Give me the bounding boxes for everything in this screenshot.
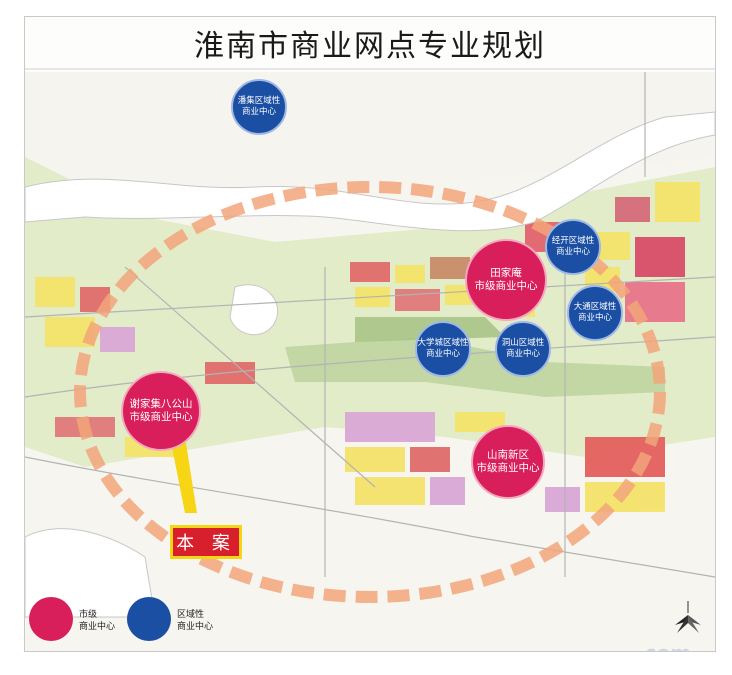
district-center-datong: 大通区域性 商业中心	[567, 285, 623, 341]
lake	[229, 284, 279, 336]
map-frame: 淮南市商业网点专业规划 潘集区域性 商业中心 经开区域性 商业中心 大通区域性 …	[24, 16, 716, 652]
legend-district-swatch	[127, 597, 171, 641]
north-arrow-icon	[675, 601, 701, 633]
legend-city-swatch	[29, 597, 73, 641]
huai-river	[25, 111, 715, 232]
map-title: 淮南市商业网点专业规划	[194, 29, 546, 64]
legend-city-label: 市级 商业中心	[79, 610, 116, 633]
callout-pointer	[170, 437, 197, 513]
district-center-daxuecheng: 大学城区域性 商业中心	[415, 321, 471, 377]
legend-district-label: 区域性 商业中心	[177, 610, 214, 633]
city-center-xiejiaji: 谢家集八公山 市级商业中心	[121, 371, 201, 451]
district-center-dongshan: 洞山区域性 商业中心	[495, 321, 551, 377]
project-callout: 本 案	[170, 525, 242, 559]
city-center-tianjiaan: 田家庵 市级商业中心	[465, 239, 547, 321]
city-center-shannan: 山南新区 市级商业中心	[471, 425, 545, 499]
watermark: .com	[637, 641, 691, 651]
district-center-jingkai: 经开区域性 商业中心	[545, 219, 601, 275]
planning-ring	[74, 181, 666, 603]
district-center-panji: 潘集区域性 商业中心	[231, 79, 287, 135]
